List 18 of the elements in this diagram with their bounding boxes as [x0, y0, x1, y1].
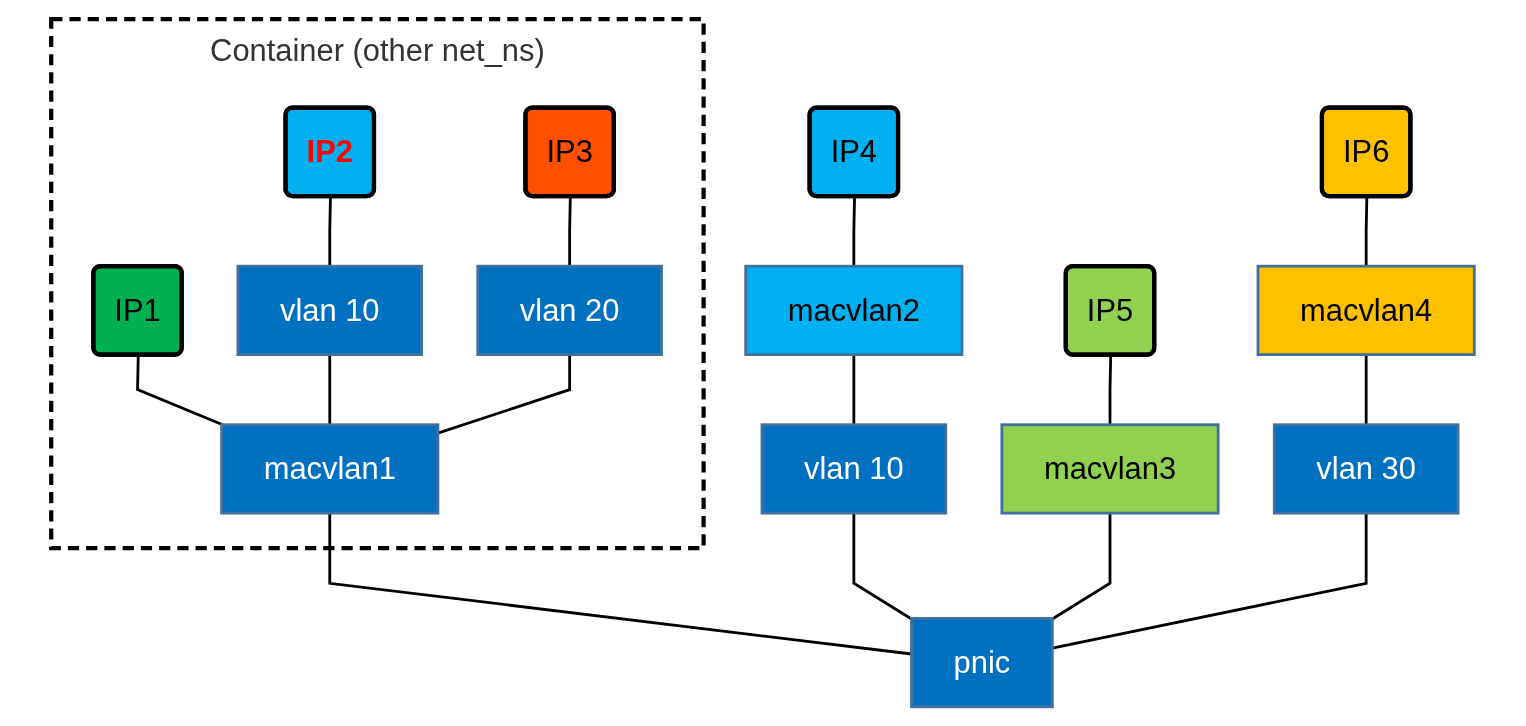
node-box: macvlan3 [1000, 423, 1220, 515]
node-box: vlan 30 [1273, 423, 1460, 515]
connector [1108, 355, 1113, 425]
node-box: macvlan4 [1256, 264, 1476, 356]
node-box: pnic [910, 616, 1054, 709]
node-box: macvlan1 [220, 423, 440, 515]
connector [852, 354, 856, 425]
connector [1052, 513, 1368, 650]
node-box: vlan 10 [236, 264, 424, 356]
connector [852, 513, 913, 621]
connector [136, 355, 224, 427]
connector [1051, 513, 1112, 621]
node-box: vlan 20 [476, 264, 664, 356]
connector [328, 354, 332, 425]
node-box: vlan 10 [760, 423, 948, 515]
connector [1365, 354, 1368, 425]
node-box: macvlan2 [744, 264, 964, 356]
connector [328, 513, 912, 656]
